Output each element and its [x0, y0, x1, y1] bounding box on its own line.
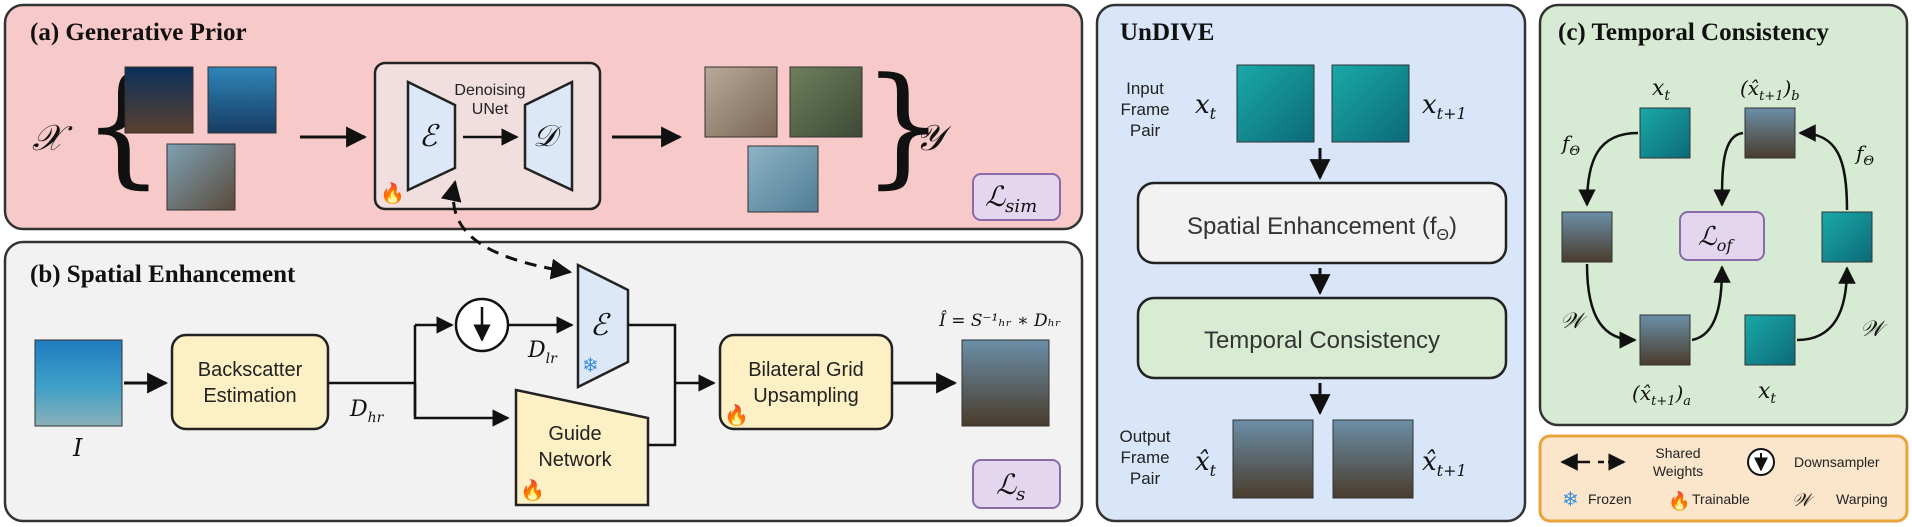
- frame-xt-bottom: [1744, 314, 1796, 366]
- panel-c-title: (c) Temporal Consistency: [1558, 19, 1829, 46]
- spatial-enhancement-box: [1136, 181, 1508, 265]
- legend-shared-line2: Weights: [1653, 463, 1703, 479]
- arrow-right-to-xhat-b: [1798, 124, 1849, 211]
- xhat-t-label: x̂t: [1195, 447, 1217, 480]
- temporal-consistency-label: Temporal Consistency: [1204, 327, 1440, 354]
- input-label-2: Frame: [1120, 100, 1169, 119]
- frame-xhat-a: [1639, 314, 1691, 366]
- undive-title: UnDIVE: [1120, 19, 1214, 46]
- fire-icon: 🔥: [520, 478, 545, 502]
- output-label-1: Output: [1119, 427, 1170, 446]
- input-frame-t1: [1331, 64, 1410, 143]
- legend-box: [1538, 434, 1909, 523]
- fire-icon: 🔥: [724, 403, 749, 427]
- input-image: [34, 339, 123, 427]
- legend-frozen: Frozen: [1588, 491, 1632, 507]
- frozen-encoder: [576, 262, 630, 390]
- frame-left: [1561, 211, 1613, 263]
- spatial-enhancement-label: Spatial Enhancement (fΘ): [1187, 213, 1457, 244]
- d-hr-label: Dhr: [349, 397, 385, 426]
- unet-label-line1: Denoising: [454, 82, 525, 99]
- prior-image-1: [124, 66, 194, 134]
- loss-s: ℒs: [996, 468, 1025, 505]
- prior-image-3: [166, 143, 236, 211]
- output-label-2: Frame: [1120, 448, 1169, 467]
- bilateral-line1: Bilateral Grid: [748, 359, 864, 381]
- backscatter-box: [170, 333, 330, 431]
- input-image-label: I: [72, 434, 83, 462]
- unet-encoder-symbol: ℰ: [419, 119, 440, 154]
- snowflake-icon: ❄: [582, 355, 599, 377]
- legend-downsampler: Downsampler: [1794, 454, 1880, 470]
- xhat-t1-label: x̂t+1: [1422, 447, 1467, 480]
- legend-warp-symbol: 𝒲: [1792, 490, 1815, 511]
- loss-sim: ℒsim: [985, 180, 1037, 217]
- legend-fire-icon: 🔥: [1668, 490, 1690, 511]
- temporal-consistency-box: [1136, 296, 1508, 380]
- guide-line2: Network: [538, 449, 612, 471]
- frozen-encoder-symbol: ℰ: [590, 308, 611, 343]
- loss-of-box: [1679, 211, 1765, 261]
- legend-warping: Warping: [1836, 491, 1888, 507]
- unet-encoder: [406, 79, 457, 192]
- x-t1-label: xt+1: [1422, 90, 1467, 123]
- output-frame-t1: [1332, 419, 1414, 499]
- loss-s-box: [972, 459, 1061, 509]
- xhat-b-label: (x̂t+1)b: [1740, 76, 1800, 104]
- legend-shared-line1: Shared: [1655, 445, 1700, 461]
- frame-right: [1821, 211, 1873, 263]
- loss-sim-box: [972, 173, 1061, 221]
- legend-trainable: Trainable: [1692, 491, 1750, 507]
- arrow-xt-bottom-to-right: [1796, 266, 1856, 342]
- arrow-xt-to-left: [1578, 131, 1639, 207]
- frame-xhat-b: [1744, 107, 1796, 159]
- x-t-top-label: xt: [1652, 76, 1670, 104]
- line-encoder-to-merge: [628, 323, 677, 447]
- shared-weights-dashed: [440, 179, 573, 280]
- legend-snowflake-icon: ❄: [1562, 489, 1579, 511]
- input-frame-t: [1236, 64, 1315, 143]
- output-frame-t: [1232, 419, 1314, 499]
- fire-icon: 🔥: [380, 181, 405, 205]
- panel-b-title: (b) Spatial Enhancement: [30, 261, 296, 288]
- bilateral-line2: Upsampling: [753, 385, 859, 407]
- x-t-bottom-label: xt: [1758, 379, 1776, 407]
- arrow-left-to-xhat-a: [1585, 263, 1637, 349]
- arrow-xhat-a-to-loss: [1691, 265, 1731, 342]
- prior-image-2: [207, 66, 277, 134]
- prior-output-3: [747, 145, 819, 213]
- frame-xt-top: [1639, 107, 1691, 159]
- output-label-3: Pair: [1130, 469, 1161, 488]
- right-brace: }: [862, 49, 945, 201]
- loss-of: ℒof: [1698, 222, 1735, 255]
- arrow-xhat-b-to-loss: [1713, 131, 1744, 207]
- panel-a-title: (a) Generative Prior: [30, 19, 247, 46]
- enhanced-output-image: [961, 339, 1050, 427]
- input-label-3: Pair: [1130, 121, 1161, 140]
- input-label-1: Input: [1126, 79, 1164, 98]
- backscatter-line1: Backscatter: [198, 359, 303, 381]
- d-lr-label: Dlr: [527, 338, 558, 367]
- x-t-label: xt: [1195, 90, 1217, 123]
- prior-output-2: [789, 66, 863, 138]
- output-formula: Î = S⁻¹ₕᵣ ∗ Dₕᵣ: [938, 310, 1061, 331]
- backscatter-line2: Estimation: [203, 385, 296, 407]
- unet-label-line2: UNet: [472, 101, 509, 118]
- arrow-to-guide: [413, 383, 510, 427]
- prior-output-1: [704, 66, 778, 138]
- xhat-a-label: (x̂t+1)a: [1632, 381, 1691, 409]
- guide-network: [514, 388, 650, 507]
- guide-line1: Guide: [548, 423, 601, 445]
